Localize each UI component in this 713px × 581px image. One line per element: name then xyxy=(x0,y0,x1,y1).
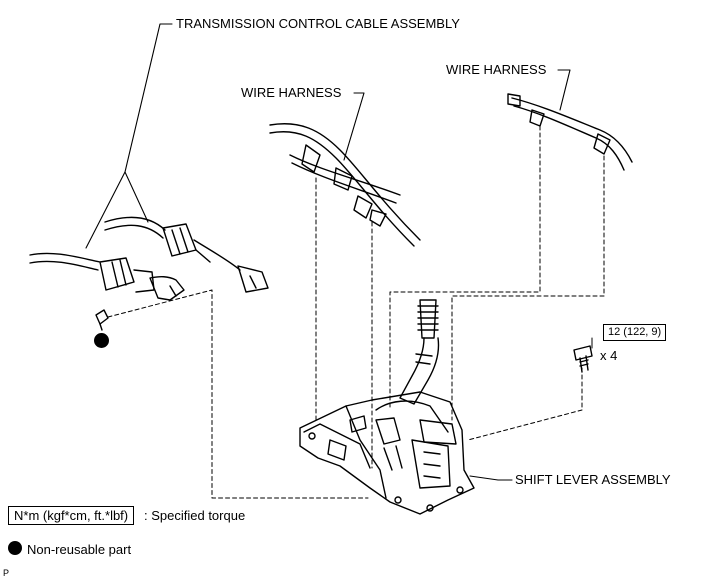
wire-harness-left-leader xyxy=(343,92,365,161)
wire-harness-right xyxy=(507,93,633,171)
bolt-part xyxy=(573,345,593,373)
nonreusable-legend-text: Non-reusable part xyxy=(27,542,132,557)
nonreusable-legend-icon xyxy=(8,541,22,555)
transmission-cable-label: TRANSMISSION CONTROL CABLE ASSEMBLY xyxy=(176,16,460,31)
transmission-control-cable-upper xyxy=(104,216,269,293)
torque-legend-text: : Specified torque xyxy=(144,508,246,523)
nonreusable-marker-icon xyxy=(94,333,109,348)
corner-code: P xyxy=(3,568,10,578)
wire-harness-right-label: WIRE HARNESS xyxy=(446,62,547,77)
wire-harness-left xyxy=(269,123,421,247)
clip-dashed-leader xyxy=(107,289,369,499)
torque-legend-box: N*m (kgf*cm, ft.*lbf) xyxy=(8,506,135,525)
shift-lever-label: SHIFT LEVER ASSEMBLY xyxy=(515,472,671,487)
torque-value-box: 12 (122, 9) xyxy=(603,324,667,341)
shift-lever-assembly xyxy=(299,299,475,515)
wire-harness-left-label: WIRE HARNESS xyxy=(241,85,342,100)
wire-harness-right-leader xyxy=(557,69,571,111)
shift-lever-leader xyxy=(469,475,513,481)
quantity-label: x 4 xyxy=(600,348,618,363)
transmission-control-cable-lower xyxy=(29,252,185,301)
dashed-alignment-lines xyxy=(315,125,605,469)
cable-label-leaders xyxy=(85,23,173,249)
clip-part xyxy=(95,309,109,331)
